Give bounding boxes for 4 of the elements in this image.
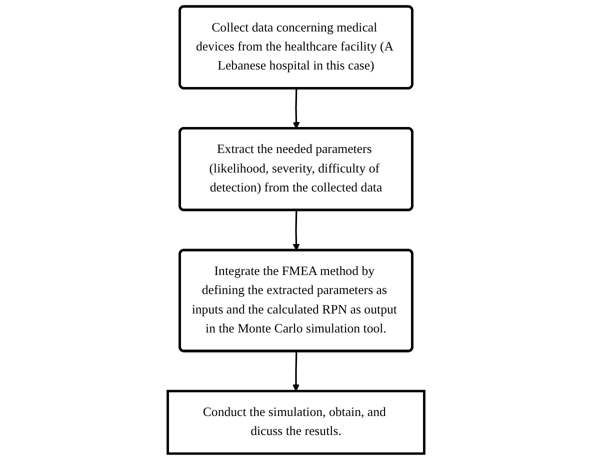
arrow [292,351,300,392]
arrow [292,210,300,251]
node-box: Conduct the simulation, obtain, and dicuss the resutls. [166,390,426,455]
arrow [292,88,300,129]
